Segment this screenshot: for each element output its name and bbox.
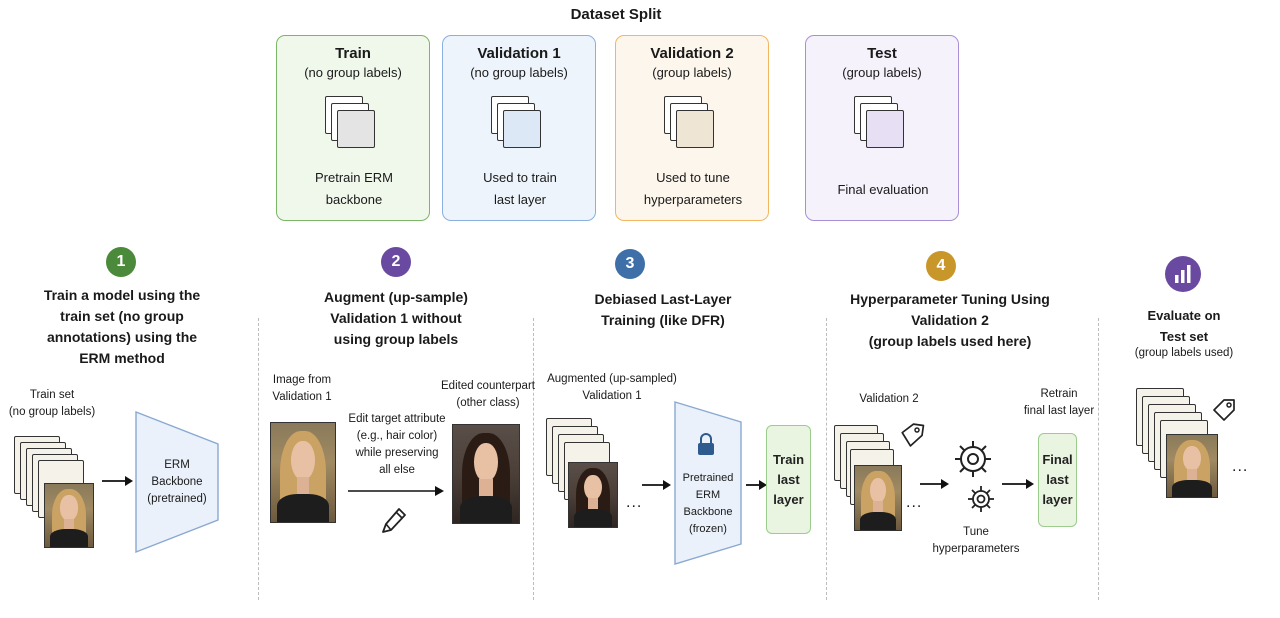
- split-box-subtitle: (no group labels): [304, 65, 402, 80]
- separator-3: [826, 318, 827, 600]
- step1-arrow: [102, 476, 133, 486]
- step3-model-label: Pretrained ERM Backbone (frozen): [682, 472, 734, 535]
- split-box-desc-line2: last layer: [493, 192, 547, 207]
- step4-image-stack: [834, 425, 902, 531]
- separator-1: [258, 318, 259, 600]
- split-box-title: Train: [335, 45, 371, 62]
- tag-icon: [901, 423, 925, 447]
- split-box-subtitle: (no group labels): [470, 65, 568, 80]
- step2-badge: 2: [381, 247, 411, 277]
- step2-source-label: Image from Validation 1: [272, 374, 332, 403]
- step5-photo: [1166, 434, 1218, 498]
- split-box-desc-line1: Pretrain ERM: [314, 170, 394, 185]
- step3-input-label: Augmented (up-sampled) Validation 1: [547, 373, 677, 402]
- split-box-desc-line2: hyperparameters: [643, 192, 743, 207]
- split-box-validation1: Validation 1 (no group labels) Used to tra…: [442, 35, 596, 221]
- step1-image-stack: [14, 436, 94, 548]
- gear-icon: [955, 441, 991, 477]
- step4-photo: [854, 465, 902, 531]
- stack-icon: [852, 94, 912, 154]
- split-box-title: Validation 2: [650, 45, 734, 62]
- split-box-title: Validation 1: [477, 45, 561, 62]
- step4-tune-label: Tune hyperparameters: [932, 526, 1020, 555]
- step4-ellipsis: ...: [906, 494, 923, 511]
- step3-image-stack: [546, 418, 618, 528]
- step3-title: Debiased Last-Layer Training (like DFR): [594, 291, 732, 328]
- step2-target-photo: [452, 424, 520, 524]
- step3-photo: [568, 462, 618, 528]
- step1-erm-backbone: [135, 410, 219, 554]
- split-box-desc-line2: Final evaluation: [837, 182, 929, 197]
- split-box-desc-line1: Used to tune: [656, 170, 730, 185]
- lock-icon: [698, 433, 714, 455]
- step3-ellipsis: ...: [626, 494, 643, 511]
- small-gear-icon: [968, 486, 994, 512]
- step5-ellipsis: ...: [1232, 458, 1249, 475]
- step5-badge: [1165, 256, 1201, 292]
- split-box-subtitle: (group labels): [652, 65, 732, 80]
- step4-title: Hyperparameter Tuning Using Validation 2…: [850, 291, 1050, 349]
- stack-icon: [662, 94, 722, 154]
- split-box-train: Train (no group labels) Pretrain ERM backbo…: [276, 35, 430, 221]
- step3-frozen-backbone: [674, 401, 742, 565]
- step5-tag-icon: [1213, 399, 1235, 421]
- separator-2: [533, 318, 534, 600]
- step3-arrow-in: [642, 480, 671, 490]
- step4-arrow-in: [920, 479, 949, 489]
- split-box-subtitle: (group labels): [842, 65, 922, 80]
- split-box-desc-line2: backbone: [325, 192, 383, 207]
- step5-title: Evaluate on Test set: [1147, 308, 1221, 344]
- step5-image-stack: [1136, 388, 1220, 500]
- step5-subtitle: (group labels used): [1134, 347, 1234, 359]
- step2-target-label: Edited counterpart (other class): [441, 380, 535, 409]
- split-box-desc-line1: Used to train: [483, 170, 557, 185]
- step3-train-last-layer: Train last layer: [766, 425, 811, 534]
- step2-arrow: [348, 486, 444, 496]
- split-box-title: Test: [867, 45, 897, 62]
- step2-title: Augment (up-sample) Validation 1 without…: [324, 289, 468, 347]
- stack-icon: [323, 94, 383, 154]
- step1-badge: 1: [106, 247, 136, 277]
- step1-model-label: ERM Backbone (pretrained): [147, 459, 207, 505]
- step4-final-last-layer: Final last layer: [1038, 433, 1077, 527]
- step4-input-label: Validation 2: [859, 393, 919, 405]
- dataset-split-title: Dataset Split: [570, 6, 662, 23]
- stack-icon: [489, 94, 549, 154]
- split-box-validation2: Validation 2 (group labels) Used to tune hy…: [615, 35, 769, 221]
- step2-edit-label: Edit target attribute (e.g., hair color)…: [348, 413, 446, 476]
- step1-trainset-label: Train set (no group labels): [8, 389, 96, 418]
- step3-badge: 3: [615, 249, 645, 279]
- step4-badge: 4: [926, 251, 956, 281]
- pen-icon: [382, 508, 406, 533]
- bar-chart-icon: [1175, 265, 1191, 283]
- separator-4: [1098, 318, 1099, 600]
- split-box-test: Test (group labels) Final evaluation: [805, 35, 959, 221]
- step4-retrain-label: Retrain final last layer: [1023, 388, 1095, 417]
- step1-photo: [44, 483, 94, 548]
- step4-arrow-out: [1002, 479, 1034, 489]
- step1-title: Train a model using the train set (no gr…: [43, 287, 201, 366]
- step2-source-photo: [270, 422, 336, 523]
- step3-arrow-out: [746, 480, 767, 490]
